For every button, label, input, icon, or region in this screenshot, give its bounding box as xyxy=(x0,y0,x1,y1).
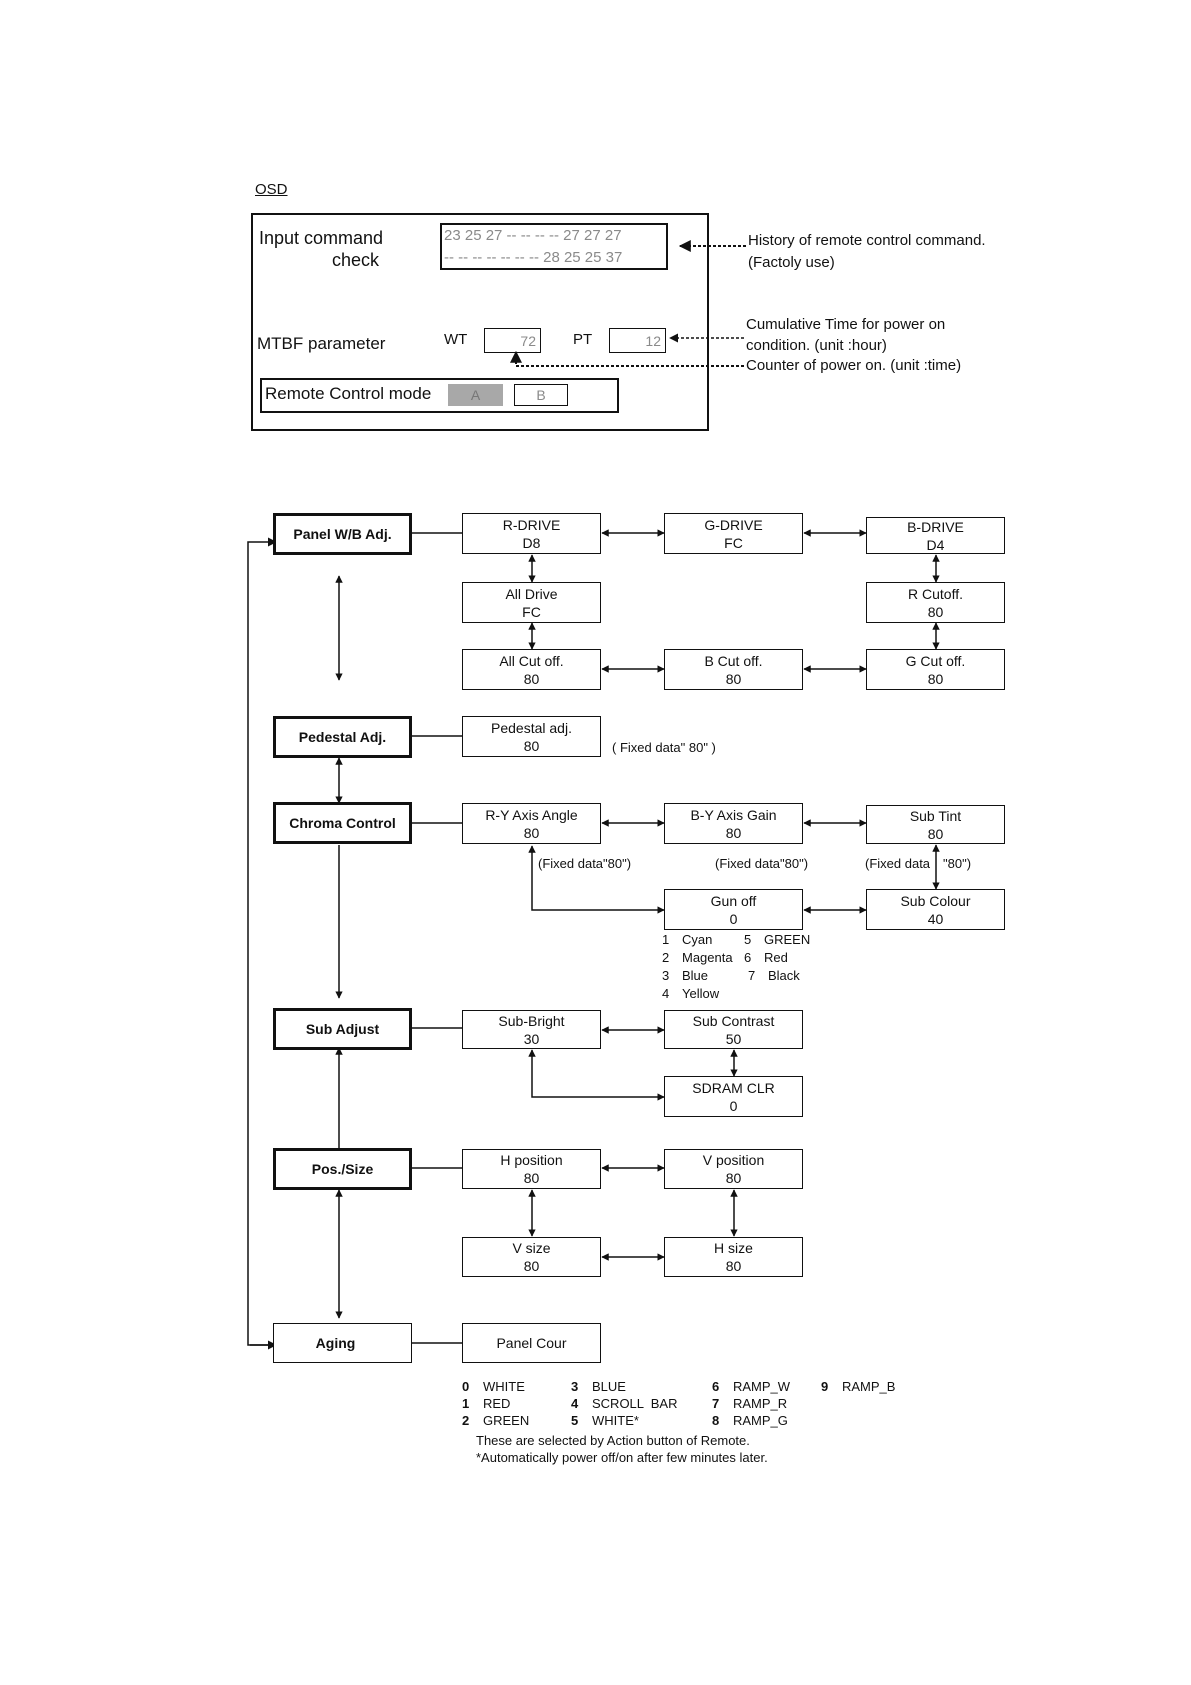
aging-note: These are selected by Action button of R… xyxy=(476,1433,750,1448)
menu-aging[interactable]: Aging xyxy=(273,1323,412,1363)
gun-option-label: GREEN xyxy=(764,932,811,947)
menu-sub-adjust[interactable]: Sub Adjust xyxy=(273,1008,412,1050)
gun-option-label: Red xyxy=(764,950,788,965)
aging-num: 9 xyxy=(821,1379,829,1394)
cumulative-note: Cumulative Time for power on xyxy=(746,316,946,333)
input-command-label-2: check xyxy=(332,250,380,270)
by-fixed-note: (Fixed data"80") xyxy=(715,856,809,871)
aging-label: WHITE* xyxy=(592,1413,639,1428)
tint-fixed-note: (Fixed data xyxy=(865,856,931,871)
input-command-label: Input command xyxy=(259,228,384,248)
aging-num: 0 xyxy=(462,1379,470,1394)
gun-option-label: Blue xyxy=(682,968,709,983)
gun-option-label: Cyan xyxy=(682,932,713,947)
pt-label: PT xyxy=(573,331,593,348)
aging-num: 1 xyxy=(462,1396,470,1411)
aging-num: 8 xyxy=(712,1413,720,1428)
node-b-cutoff[interactable]: B Cut off.80 xyxy=(664,649,803,690)
menu-panel-wb-adj[interactable]: Panel W/B Adj. xyxy=(273,513,412,555)
aging-num: 4 xyxy=(571,1396,579,1411)
pt-value: 12 xyxy=(609,328,666,353)
gun-option-label: Black xyxy=(768,968,800,983)
history-note-2: (Factoly use) xyxy=(748,254,835,271)
node-r-cutoff[interactable]: R Cutoff.80 xyxy=(866,582,1005,623)
gun-option-num: 2 xyxy=(662,950,670,965)
aging-label: RAMP_R xyxy=(733,1396,788,1411)
tint-fixed-note-2: "80") xyxy=(943,856,972,871)
aging-num: 3 xyxy=(571,1379,579,1394)
aging-label: RAMP_G xyxy=(733,1413,788,1428)
aging-label: SCROLL BAR xyxy=(592,1396,678,1411)
gun-option-num: 6 xyxy=(744,950,752,965)
gun-option-num: 5 xyxy=(744,932,752,947)
aging-num: 6 xyxy=(712,1379,720,1394)
command-history-box xyxy=(440,223,668,270)
gun-option-num: 3 xyxy=(662,968,670,983)
osd-heading: OSD xyxy=(255,181,288,198)
history-note: History of remote control command. xyxy=(748,232,986,249)
wt-label: WT xyxy=(444,331,468,348)
gun-option-label: Yellow xyxy=(682,986,720,1001)
command-history-line-1: 23 25 27 -- -- -- -- 27 27 27 xyxy=(444,227,622,244)
aging-label: WHITE xyxy=(483,1379,525,1394)
node-pedestal-adj[interactable]: Pedestal adj.80 xyxy=(462,716,601,757)
menu-pedestal-adj[interactable]: Pedestal Adj. xyxy=(273,716,412,758)
aging-label: RAMP_W xyxy=(733,1379,791,1394)
remote-control-label: Remote Control mode xyxy=(265,384,432,403)
osd-panel xyxy=(251,213,709,431)
aging-label: BLUE xyxy=(592,1379,626,1394)
node-g-cutoff[interactable]: G Cut off.80 xyxy=(866,649,1005,690)
gun-option-num: 4 xyxy=(662,986,670,1001)
cumulative-note-2: condition. (unit :hour) xyxy=(746,337,887,354)
gun-option-num: 1 xyxy=(662,932,670,947)
mtbf-label: MTBF parameter xyxy=(257,334,386,353)
gun-option-num: 7 xyxy=(748,968,756,983)
remote-control-mode-box xyxy=(260,378,619,413)
aging-label: RAMP_B xyxy=(842,1379,896,1394)
aging-label: GREEN xyxy=(483,1413,530,1428)
ry-fixed-note: (Fixed data"80") xyxy=(538,856,632,871)
remote-mode-a[interactable]: A xyxy=(448,384,503,406)
aging-num: 7 xyxy=(712,1396,720,1411)
node-panel-cour[interactable]: Panel Cour xyxy=(462,1323,601,1363)
aging-label: RED xyxy=(483,1396,511,1411)
aging-num: 5 xyxy=(571,1413,579,1428)
node-all-cutoff[interactable]: All Cut off.80 xyxy=(462,649,601,690)
menu-chroma-control[interactable]: Chroma Control xyxy=(273,802,412,844)
command-history-line-2: -- -- -- -- -- -- -- 28 25 25 37 xyxy=(444,249,623,266)
aging-num: 2 xyxy=(462,1413,470,1428)
counter-note: Counter of power on. (unit :time) xyxy=(746,357,962,374)
pedestal-fixed-note: ( Fixed data" 80" ) xyxy=(612,740,716,755)
gun-option-label: Magenta xyxy=(682,950,733,965)
menu-pos-size[interactable]: Pos./Size xyxy=(273,1148,412,1190)
aging-note-2: *Automatically power off/on after few mi… xyxy=(476,1450,768,1465)
remote-mode-b[interactable]: B xyxy=(514,384,568,406)
